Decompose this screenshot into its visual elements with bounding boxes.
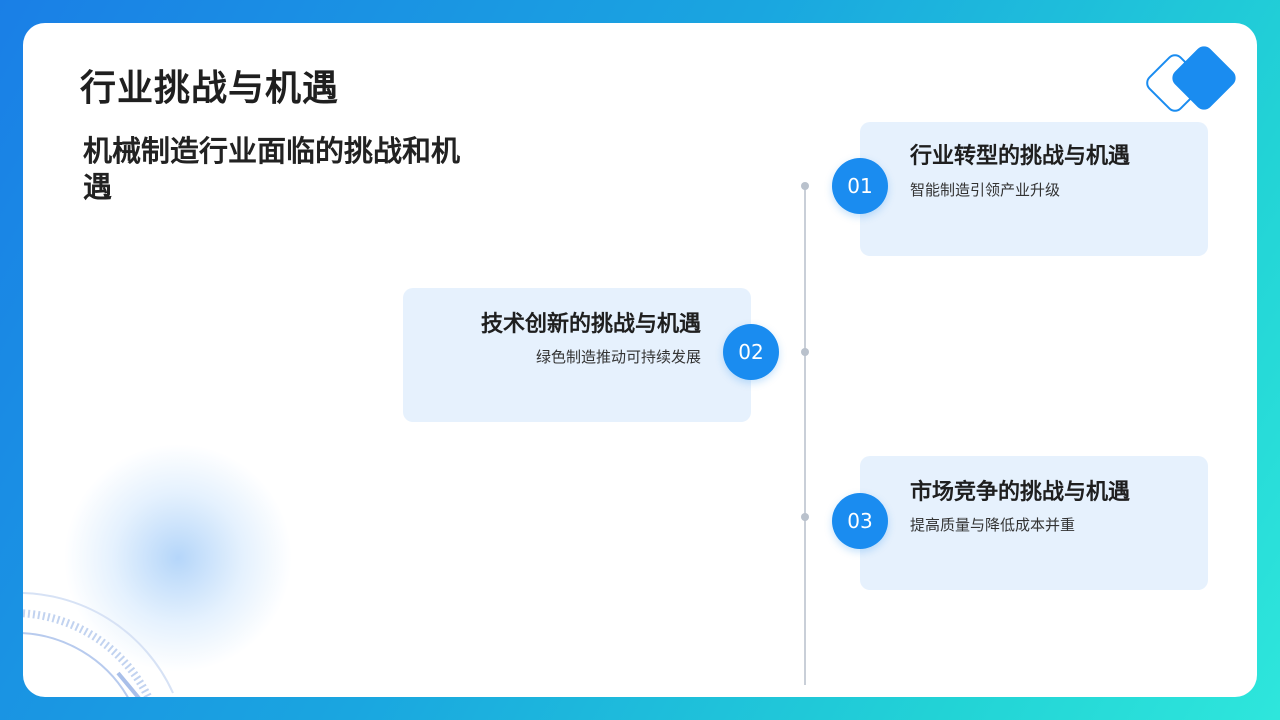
timeline-dot (801, 513, 809, 521)
timeline-item-02: 技术创新的挑战与机遇 绿色制造推动可持续发展 (403, 288, 751, 422)
item-description: 绿色制造推动可持续发展 (536, 346, 701, 367)
page-title: 行业挑战与机遇 (80, 59, 339, 111)
decorative-rings-icon (23, 543, 223, 697)
diamond-logo-icon (1141, 39, 1251, 129)
slide-subtitle: 机械制造行业面临的挑战和机遇 (83, 133, 483, 205)
item-description: 提高质量与降低成本并重 (910, 514, 1075, 535)
item-title: 行业转型的挑战与机遇 (910, 138, 1130, 170)
timeline-dot (801, 182, 809, 190)
number-badge-02: 02 (723, 324, 779, 380)
timeline-dot (801, 348, 809, 356)
item-title: 市场竞争的挑战与机遇 (910, 474, 1130, 506)
item-description: 智能制造引领产业升级 (910, 179, 1060, 200)
timeline-item-03: 市场竞争的挑战与机遇 提高质量与降低成本并重 (860, 456, 1208, 590)
slide-card: 行业挑战与机遇 机械制造行业面临的挑战和机遇 行业转型的挑战与机遇 智能制造引领… (23, 23, 1257, 697)
number-badge-03: 03 (832, 493, 888, 549)
number-badge-01: 01 (832, 158, 888, 214)
timeline-item-01: 行业转型的挑战与机遇 智能制造引领产业升级 (860, 122, 1208, 256)
timeline-line (804, 185, 806, 685)
item-title: 技术创新的挑战与机遇 (481, 306, 701, 338)
